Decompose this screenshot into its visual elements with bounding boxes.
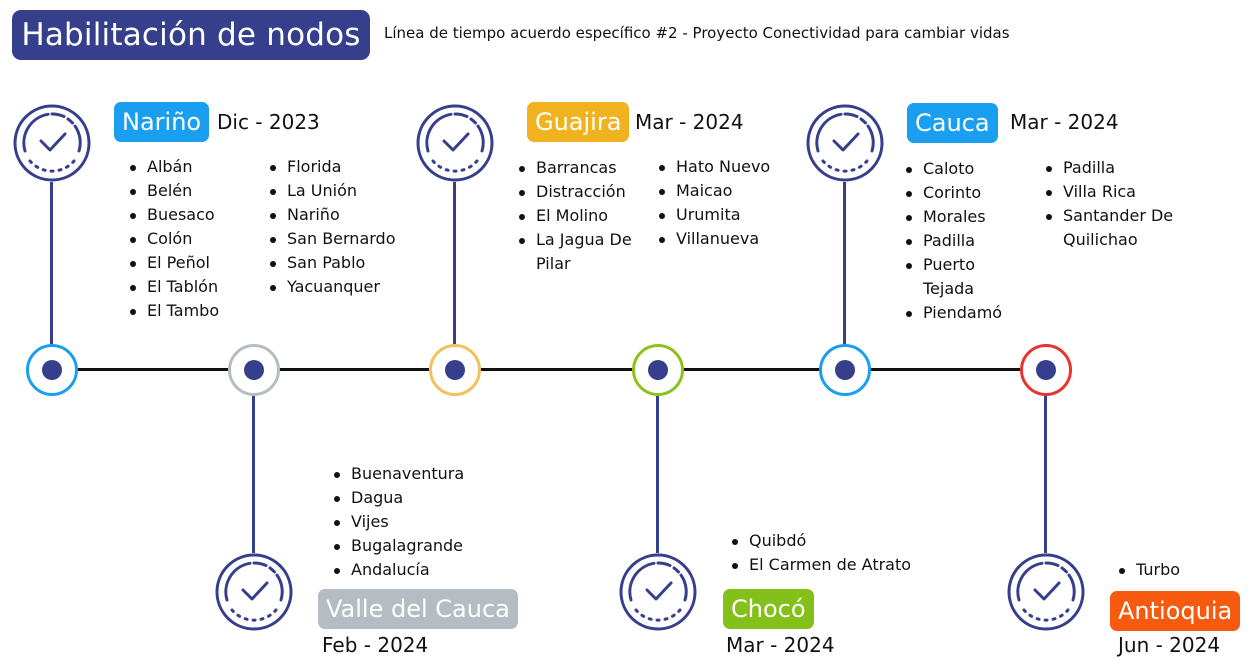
list-item: Hato Nuevo [654,155,770,179]
connector-antioquia [1044,396,1047,553]
milestone-date-valle: Feb - 2024 [322,633,429,657]
list-item: Distracción [514,180,649,204]
node-dot [835,360,855,380]
department-tag-valle: Valle del Cauca [318,589,518,629]
municipality-list-guajira-col2: Hato Nuevo Maicao Urumita Villanueva [654,155,770,251]
check-circle-icon [13,104,91,182]
department-tag-antioquia: Antioquia [1110,591,1241,631]
list-item: El Molino [514,204,649,228]
check-circle-icon [215,553,293,631]
municipality-list-cauca-col2: Padilla Villa Rica Santander De Quilicha… [1041,156,1191,252]
department-tag-narino: Nariño [114,102,210,142]
list-item: La Jagua De Pilar [514,228,649,276]
municipality-list-narino-col2: Florida La Unión Nariño San Bernardo San… [265,155,396,299]
list-item: Vijes [329,510,464,534]
list-item: Florida [265,155,396,179]
list-item: Turbo [1114,558,1180,582]
list-item: Albán [125,155,219,179]
connector-cauca [843,182,846,344]
timeline-node-narino [26,344,78,396]
list-item: El Carmen de Atrato [727,553,911,577]
list-item: Buesaco [125,203,219,227]
list-item: Villa Rica [1041,180,1191,204]
list-item: Villanueva [654,227,770,251]
municipality-list-guajira-col1: Barrancas Distracción El Molino La Jagua… [514,156,649,276]
check-circle-icon [806,104,884,182]
list-item: Belén [125,179,219,203]
list-item: Colón [125,227,219,251]
list-item: Andalucía [329,558,464,582]
department-tag-choco: Chocó [723,589,814,629]
check-circle-icon [619,553,697,631]
page-subtitle: Línea de tiempo acuerdo específico #2 - … [384,24,1010,42]
municipality-list-antioquia: Turbo [1114,558,1180,582]
milestone-date-antioquia: Jun - 2024 [1118,633,1221,657]
list-item: Yacuanquer [265,275,396,299]
list-item: Padilla [1041,156,1191,180]
milestone-date-guajira: Mar - 2024 [635,110,744,134]
list-item: El Tambo [125,299,219,323]
connector-narino [50,182,53,344]
timeline-node-antioquia [1020,344,1072,396]
timeline-line [52,368,1046,371]
list-item: Dagua [329,486,464,510]
list-item: El Tablón [125,275,219,299]
check-circle-icon [416,104,494,182]
node-dot [445,360,465,380]
list-item: Urumita [654,203,770,227]
node-dot [244,360,264,380]
timeline-node-guajira [429,344,481,396]
list-item: Padilla [901,229,1021,253]
list-item: Buenaventura [329,462,464,486]
page-title: Habilitación de nodos [12,10,370,60]
list-item: Morales [901,205,1021,229]
milestone-date-narino: Dic - 2023 [217,110,320,134]
list-item: Maicao [654,179,770,203]
list-item: Bugalagrande [329,534,464,558]
list-item: San Bernardo [265,227,396,251]
node-dot [1036,360,1056,380]
connector-valle [252,396,255,553]
check-circle-icon [1007,553,1085,631]
list-item: Piendamó [901,301,1021,325]
node-dot [648,360,668,380]
connector-guajira [453,182,456,344]
list-item: Santander De Quilichao [1041,204,1191,252]
milestone-date-choco: Mar - 2024 [726,633,835,657]
department-tag-cauca: Cauca [907,103,998,143]
list-item: Caloto [901,157,1021,181]
municipality-list-narino-col1: Albán Belén Buesaco Colón El Peñol El Ta… [125,155,219,323]
municipality-list-cauca-col1: Caloto Corinto Morales Padilla Puerto Te… [901,157,1021,325]
timeline-node-valle [228,344,280,396]
timeline-node-cauca [819,344,871,396]
list-item: La Unión [265,179,396,203]
list-item: Barrancas [514,156,649,180]
node-dot [42,360,62,380]
municipality-list-choco: Quibdó El Carmen de Atrato [727,529,911,577]
department-tag-guajira: Guajira [527,102,630,142]
connector-choco [656,396,659,553]
list-item: Corinto [901,181,1021,205]
list-item: Quibdó [727,529,911,553]
timeline-node-choco [632,344,684,396]
milestone-date-cauca: Mar - 2024 [1010,110,1119,134]
list-item: Puerto Tejada [901,253,993,301]
list-item: San Pablo [265,251,396,275]
list-item: El Peñol [125,251,219,275]
municipality-list-valle: Buenaventura Dagua Vijes Bugalagrande An… [329,462,464,582]
list-item: Nariño [265,203,396,227]
